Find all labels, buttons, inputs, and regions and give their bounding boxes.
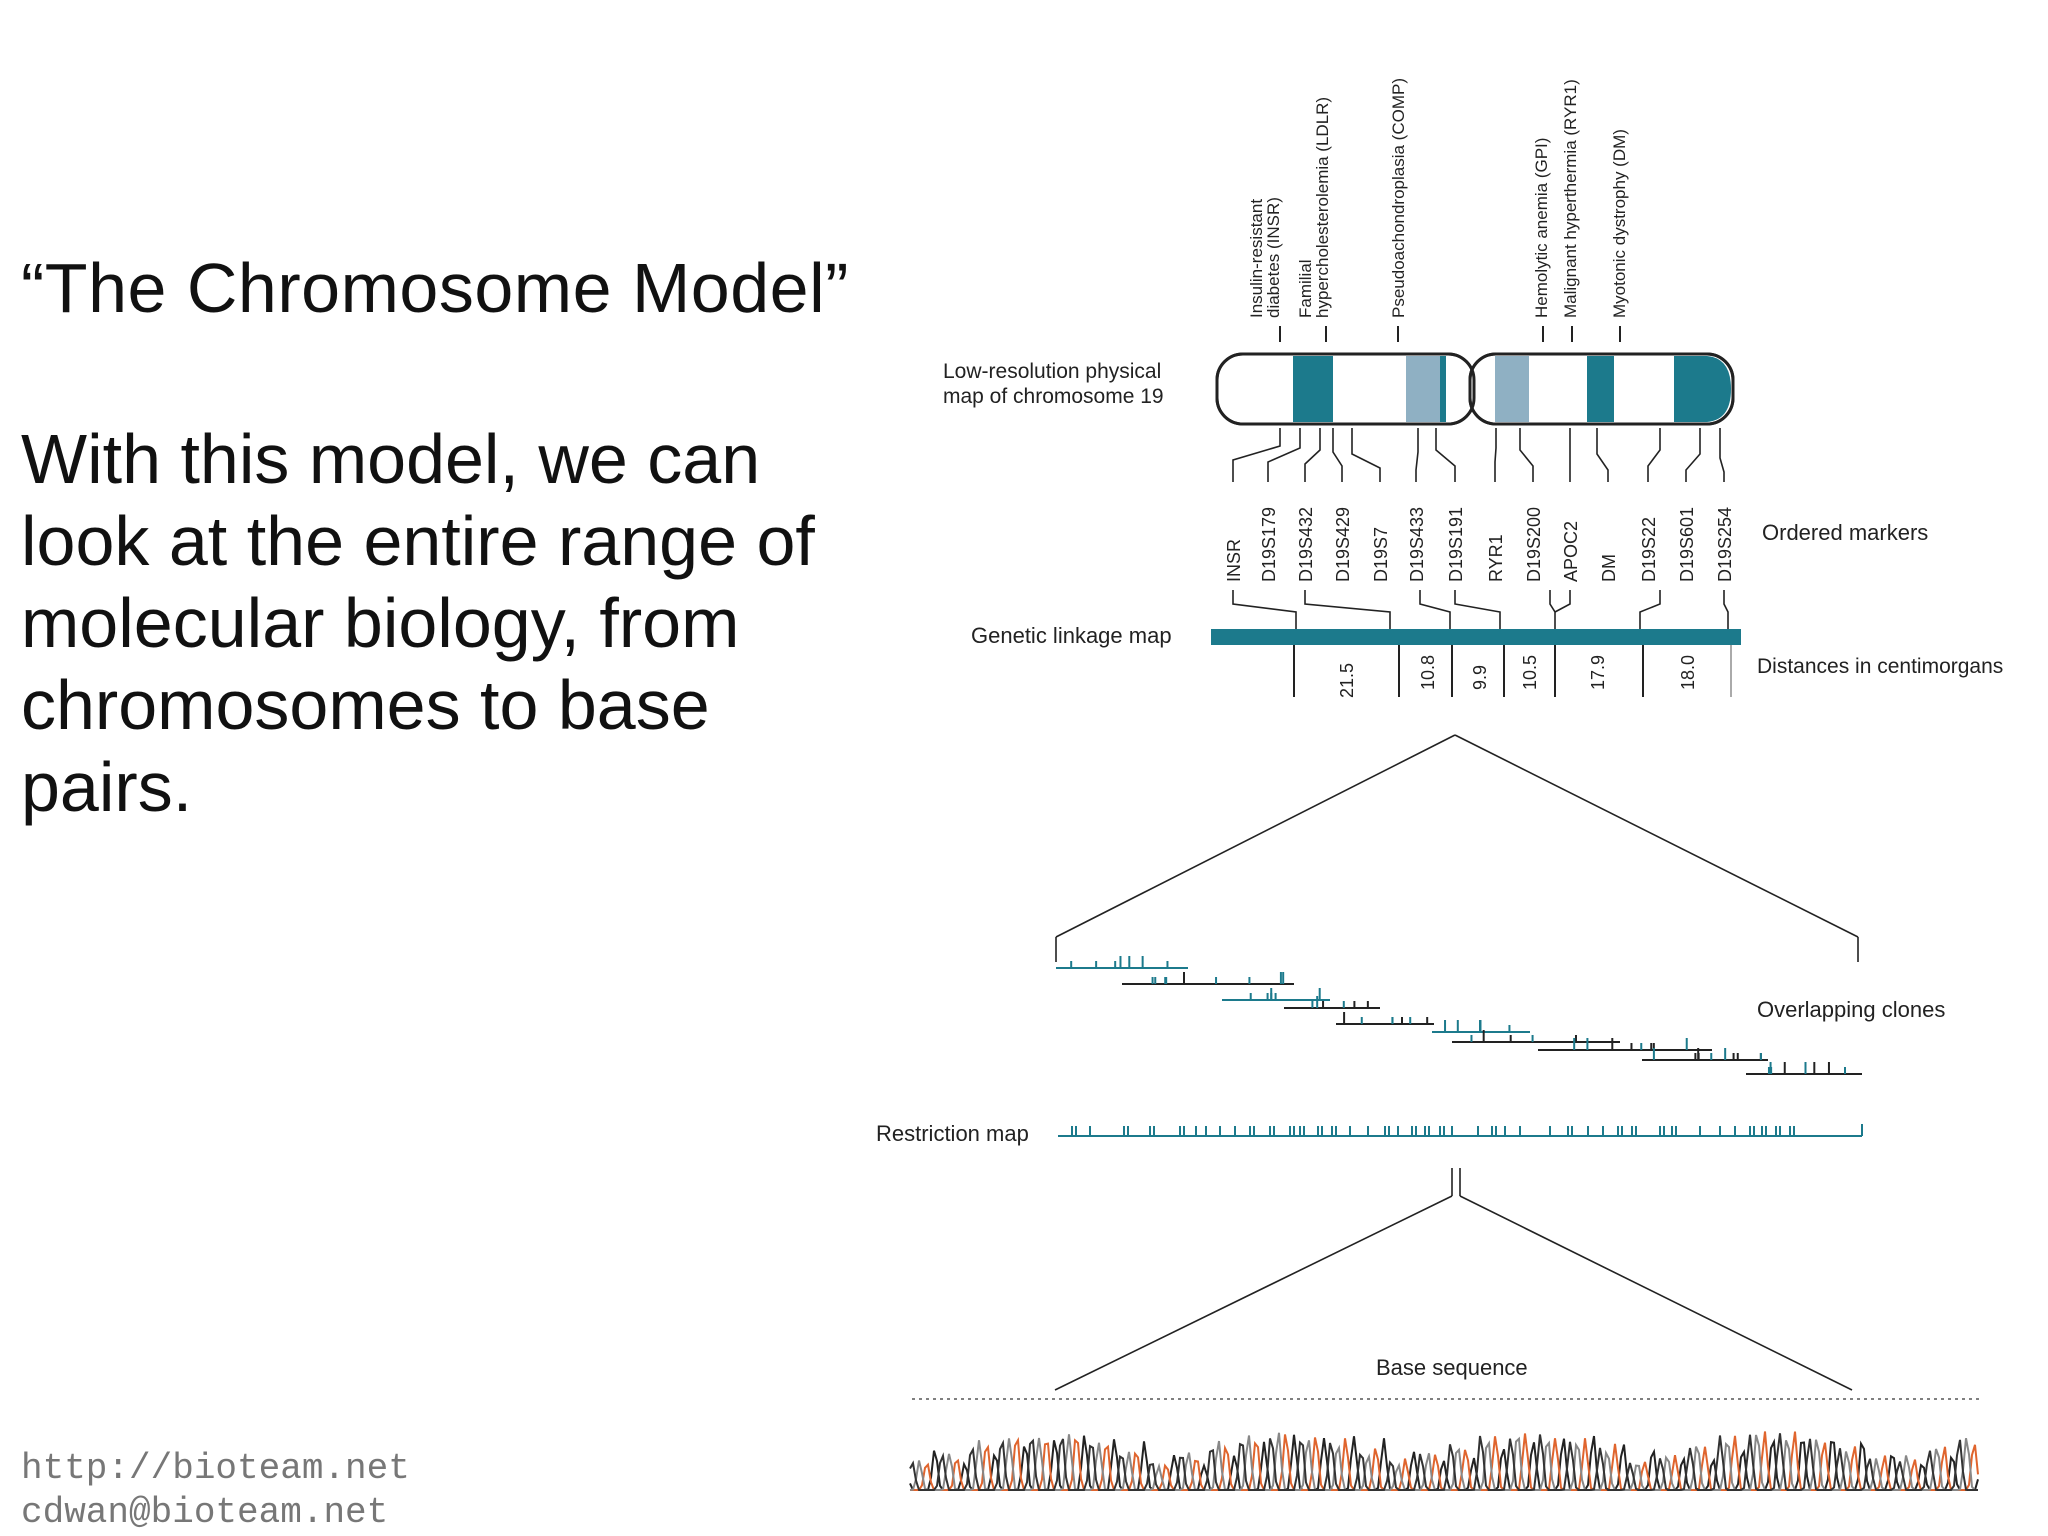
distance-values: 21.5 10.8 9.9 10.5 17.9 18.0: [1337, 655, 1698, 698]
chromatogram: [909, 1431, 1979, 1491]
physical-map-label: map of chromosome 19: [943, 385, 1164, 408]
distance-value: 9.9: [1470, 665, 1490, 690]
marker-label: APOC2: [1561, 521, 1581, 582]
disease-label: Insulin-resistant: [1247, 199, 1266, 318]
marker-label: D19S22: [1639, 517, 1659, 582]
marker-label: D19S433: [1407, 507, 1427, 582]
linkage-connectors: [1232, 590, 1729, 630]
marker-label: INSR: [1224, 539, 1244, 582]
marker-label: RYR1: [1486, 534, 1506, 582]
linkage-map-bar: [1211, 629, 1741, 645]
marker-label: DM: [1599, 554, 1619, 582]
disease-label-ticks: [1279, 326, 1621, 342]
disease-labels: Insulin-resistant diabetes (INSR) Famili…: [1247, 78, 1629, 318]
body-line: look at the entire range of: [21, 502, 815, 580]
body-line: chromosomes to base: [21, 666, 710, 744]
base-sequence-label: Base sequence: [1376, 1355, 1528, 1380]
marker-connectors: [1232, 428, 1725, 482]
distance-value: 10.5: [1520, 655, 1540, 690]
marker-label: D19S200: [1524, 507, 1544, 582]
marker-label: D19S191: [1446, 507, 1466, 582]
disease-label: Pseudoachondroplasia (COMP): [1389, 78, 1408, 318]
marker-label: D19S179: [1259, 507, 1279, 582]
body-line: pairs.: [21, 748, 193, 826]
ordered-markers-label: Ordered markers: [1762, 520, 1928, 545]
zoom-lines-sequence: [1054, 1168, 1853, 1391]
body-line: With this model, we can: [21, 420, 761, 498]
zoom-lines-clones: [1055, 734, 1859, 962]
distances-label: Distances in centimorgans: [1757, 655, 2003, 678]
restriction-map-label: Restriction map: [876, 1121, 1029, 1146]
linkage-map-label: Genetic linkage map: [971, 623, 1172, 648]
clones-label: Overlapping clones: [1757, 997, 1945, 1022]
marker-label: D19S7: [1371, 527, 1391, 582]
marker-label: D19S429: [1333, 507, 1353, 582]
disease-label: Familial: [1296, 259, 1315, 318]
marker-label: D19S601: [1677, 507, 1697, 582]
marker-label: D19S432: [1296, 507, 1316, 582]
disease-label: Hemolytic anemia (GPI): [1532, 138, 1551, 318]
marker-labels: INSR D19S179 D19S432 D19S429 D19S7 D19S4…: [1224, 507, 1735, 582]
slide-title: “The Chromosome Model”: [21, 249, 849, 327]
disease-label: diabetes (INSR): [1264, 197, 1283, 318]
chromatogram-trace: [909, 1433, 1978, 1491]
chromosome-19: [1215, 352, 1735, 426]
disease-label: Myotonic dystrophy (DM): [1610, 129, 1629, 318]
distance-value: 18.0: [1678, 655, 1698, 690]
disease-label: hypercholesterolemia (LDLR): [1313, 97, 1332, 318]
footer-email: cdwan@bioteam.net: [21, 1492, 389, 1533]
body-line: molecular biology, from: [21, 584, 740, 662]
physical-map-label: Low-resolution physical: [943, 360, 1161, 383]
slide-body: With this model, we can look at the enti…: [21, 418, 815, 828]
disease-label: Malignant hyperthermia (RYR1): [1561, 79, 1580, 318]
distance-ticks: [1293, 645, 1732, 697]
restriction-map: [1058, 1124, 1863, 1137]
footer-url: http://bioteam.net: [21, 1448, 410, 1489]
distance-value: 17.9: [1588, 655, 1608, 690]
marker-label: D19S254: [1715, 507, 1735, 582]
distance-value: 10.8: [1418, 655, 1438, 690]
distance-value: 21.5: [1337, 663, 1357, 698]
overlapping-clones: [1056, 956, 1862, 1075]
